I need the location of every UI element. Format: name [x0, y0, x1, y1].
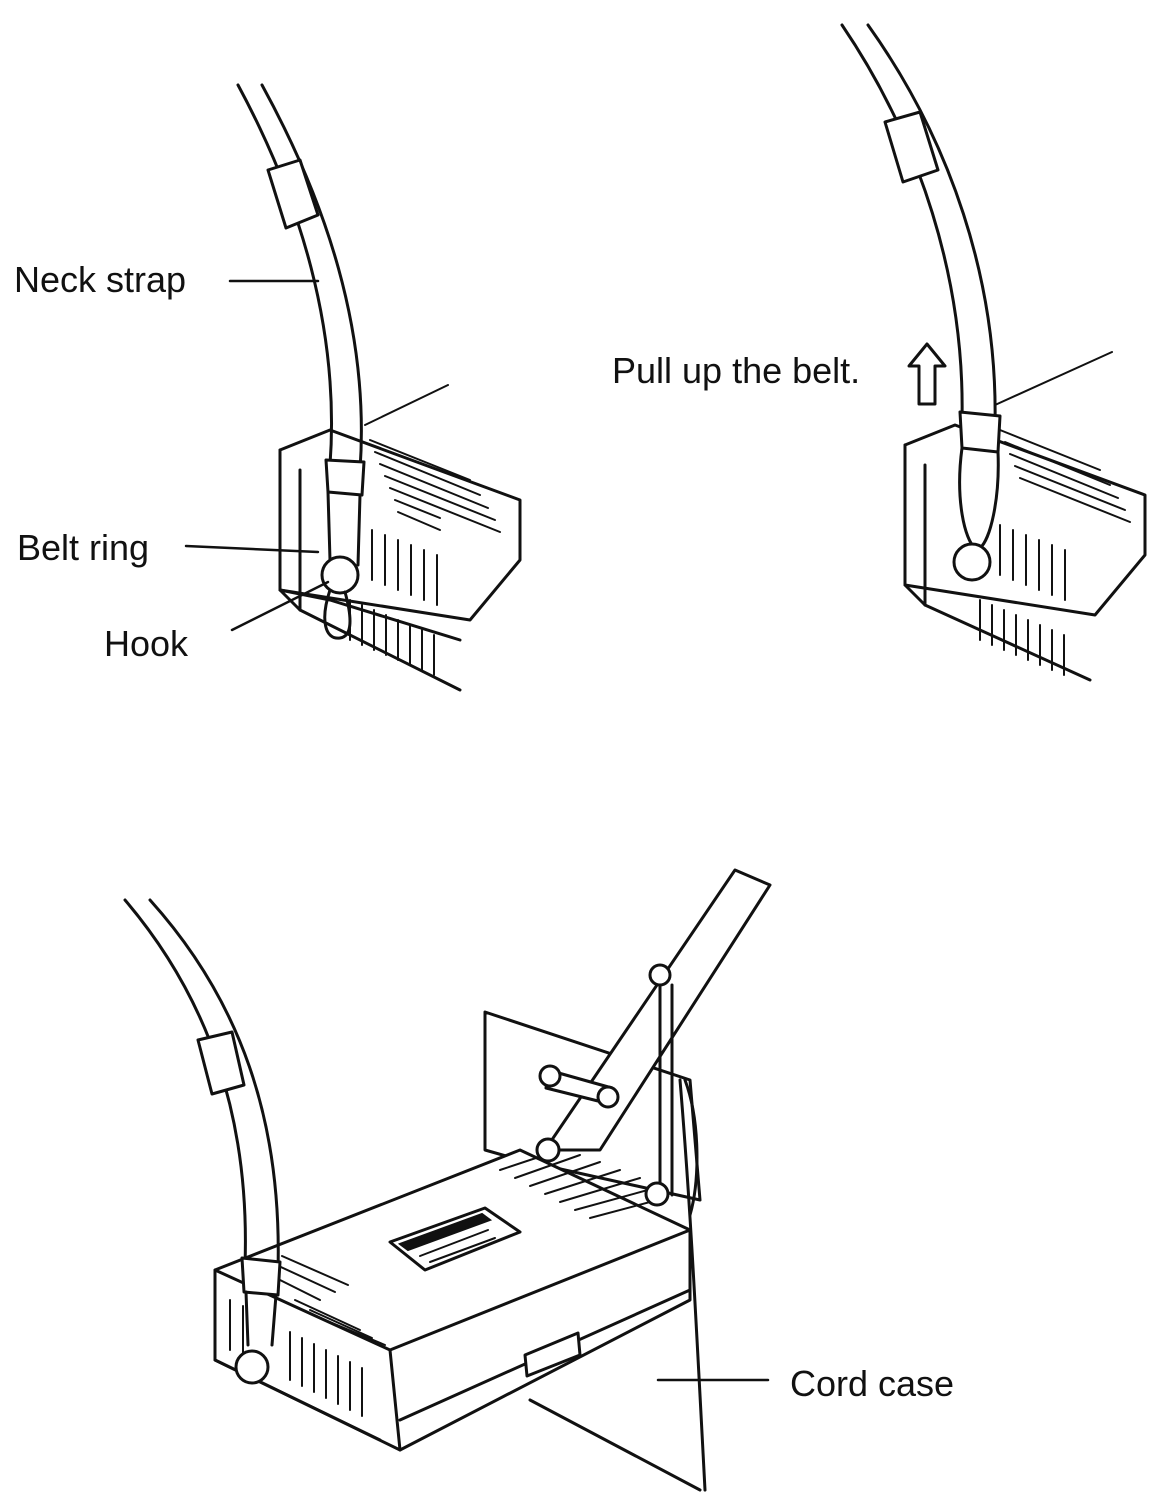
device-corner-left: [278, 384, 522, 692]
belt-ring-bottom: [234, 1349, 270, 1385]
neck-strap-left: [236, 83, 366, 567]
device-body: [213, 1148, 692, 1452]
label-belt-ring: Belt ring: [17, 527, 149, 568]
leader-hook: [230, 580, 330, 632]
label-cord-case: Cord case: [790, 1363, 954, 1404]
label-neck-strap: Neck strap: [14, 259, 186, 300]
panel-tighten-strap: [840, 23, 1147, 682]
leader-belt-ring: [184, 544, 320, 554]
belt-ring-right: [952, 542, 992, 582]
hook-left: [323, 588, 352, 640]
label-pull-up-belt: Pull up the belt.: [612, 350, 860, 391]
panel-attach-strap: [184, 83, 522, 692]
neck-strap-bottom-left: [123, 898, 282, 1347]
stand-leg: [528, 1398, 702, 1492]
device-corner-right: [903, 351, 1147, 682]
up-arrow-icon: [907, 342, 947, 406]
neck-strap-bottom-right: [535, 868, 772, 1217]
neck-strap-right: [840, 23, 1002, 550]
label-hook: Hook: [104, 623, 189, 664]
belt-ring-left: [320, 555, 360, 595]
panel-carrying: [123, 868, 772, 1492]
